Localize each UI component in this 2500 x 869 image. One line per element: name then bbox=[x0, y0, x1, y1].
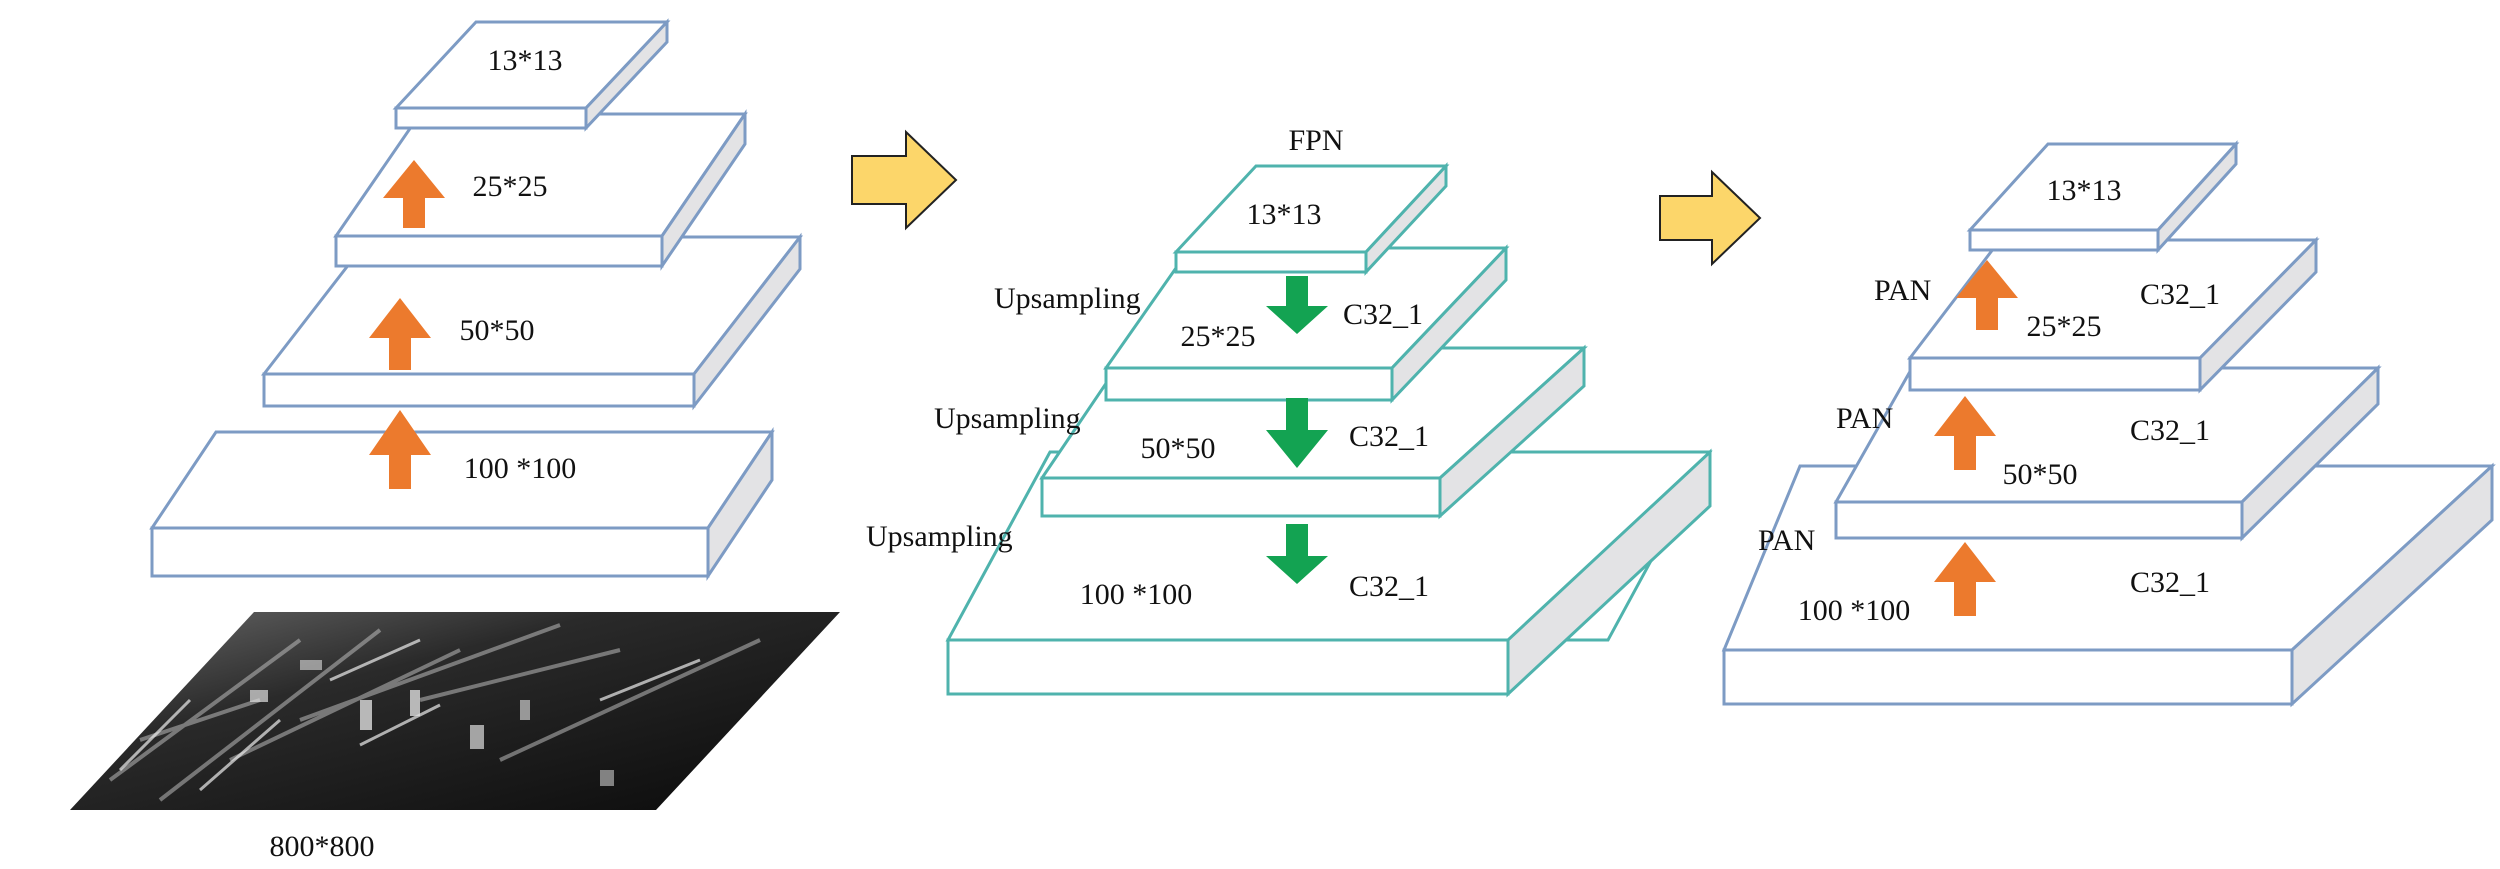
pan-slab-25 bbox=[1906, 236, 2320, 394]
right-arrow-icon bbox=[1659, 169, 1762, 267]
down-arrow-icon bbox=[1266, 398, 1328, 468]
pan-level-50-label: 50*50 bbox=[2003, 458, 2078, 491]
backbone-slab-25 bbox=[333, 109, 748, 271]
fpn-pyramid: FPN 13*13 25*25 50*50 100 *100 Upsamplin… bbox=[866, 124, 1713, 698]
fpn-conv-label-3: C32_1 bbox=[1349, 570, 1429, 603]
pan-conv-label-1: C32_1 bbox=[2140, 278, 2220, 311]
backbone-level-25-label: 25*25 bbox=[473, 170, 548, 203]
fpn-level-25-label: 25*25 bbox=[1181, 320, 1256, 353]
fpn-slab-13 bbox=[1172, 162, 1450, 276]
pan-op-label-1: PAN bbox=[1874, 274, 1931, 307]
backbone-level-13-label: 13*13 bbox=[488, 44, 563, 77]
fpn-op-upsampling-2: Upsampling bbox=[934, 402, 1081, 435]
down-arrow-icon bbox=[1266, 276, 1328, 334]
pan-op-label-3: PAN bbox=[1758, 524, 1815, 557]
up-arrow-icon bbox=[1956, 260, 2018, 330]
pan-slab-13 bbox=[1966, 140, 2240, 254]
fpn-level-100-label: 100 *100 bbox=[1080, 578, 1193, 611]
backbone-level-100-label: 100 *100 bbox=[464, 452, 577, 485]
fpn-level-13-label: 13*13 bbox=[1247, 198, 1322, 231]
right-arrow-icon bbox=[851, 129, 958, 231]
up-arrow-icon bbox=[1934, 542, 1996, 616]
up-arrow-icon bbox=[369, 410, 431, 489]
input-size-label: 800*800 bbox=[270, 830, 375, 863]
pan-conv-label-2: C32_1 bbox=[2130, 414, 2210, 447]
fpn-conv-label-1: C32_1 bbox=[1343, 298, 1423, 331]
pan-level-100-label: 100 *100 bbox=[1798, 594, 1911, 627]
pan-pyramid: 13*13 25*25 50*50 100 *100 PAN PAN PAN C… bbox=[1721, 140, 2496, 708]
pan-conv-label-3: C32_1 bbox=[2130, 566, 2210, 599]
up-arrow-icon bbox=[369, 298, 431, 370]
pan-level-25-label: 25*25 bbox=[2027, 310, 2102, 343]
down-arrow-icon bbox=[1266, 524, 1328, 584]
fpn-op-upsampling-1: Upsampling bbox=[994, 282, 1141, 315]
fpn-conv-label-2: C32_1 bbox=[1349, 420, 1429, 453]
up-arrow-icon bbox=[1934, 396, 1996, 470]
input-image bbox=[70, 612, 840, 810]
backbone-level-50-label: 50*50 bbox=[460, 314, 535, 347]
fpn-level-50-label: 50*50 bbox=[1141, 432, 1216, 465]
fpn-op-upsampling-3: Upsampling bbox=[866, 520, 1013, 553]
backbone-pyramid: 13*13 25*25 50*50 100 *100 800*800 bbox=[70, 18, 840, 863]
up-arrow-icon bbox=[383, 160, 445, 228]
backbone-slab-13 bbox=[392, 18, 671, 132]
pan-op-label-2: PAN bbox=[1836, 402, 1893, 435]
backbone-slab-100 bbox=[149, 427, 775, 581]
fpn-title: FPN bbox=[1288, 124, 1343, 157]
pan-level-13-label: 13*13 bbox=[2047, 174, 2122, 207]
